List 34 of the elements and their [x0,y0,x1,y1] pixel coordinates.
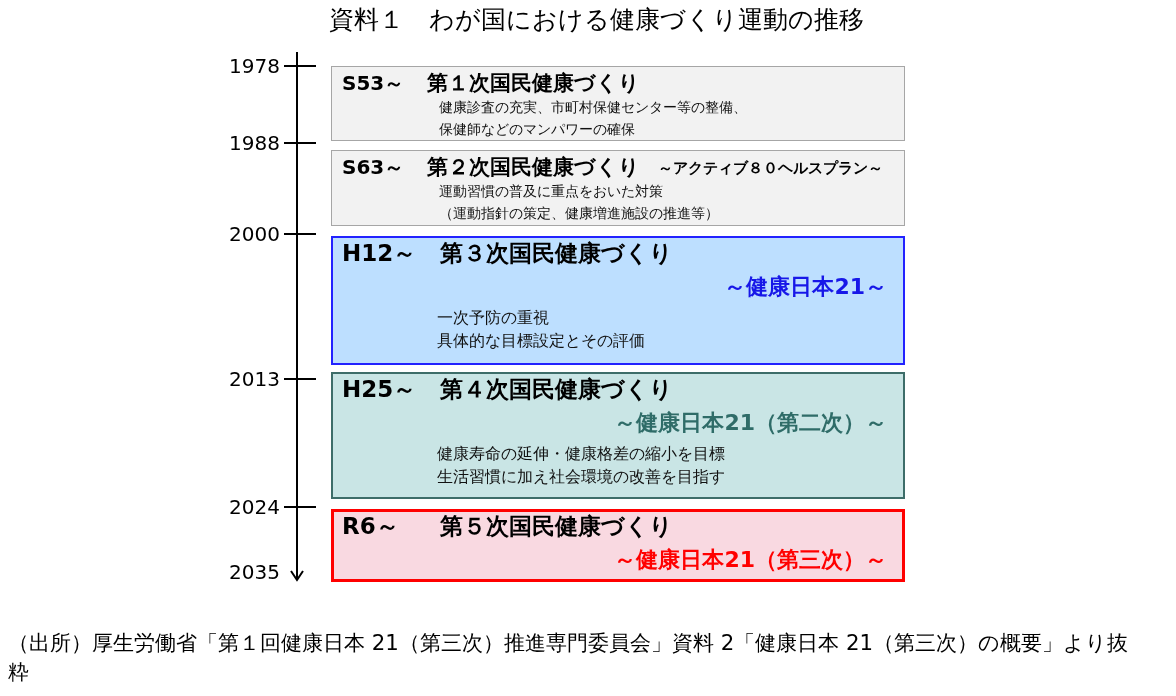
description-text: 健康寿命の延伸・健康格差の縮小を目標 [437,443,725,465]
plan-subtitle: ～健康日本21～ [724,273,887,301]
year-label: 1988 [229,130,280,156]
plan-subtitle: ～健康日本21（第二次）～ [614,409,887,437]
diagram-title: 資料１ わが国における健康づくり運動の推移 [328,5,864,35]
year-label: 2013 [229,366,280,392]
period-heading: 第４次国民健康づくり [440,376,673,402]
period-box [331,372,905,499]
year-label: 2035 [229,559,280,585]
year-label: 1978 [229,53,280,79]
source-caption: （出所）厚生労働省「第１回健康日本 21（第三次）推進専門委員会」資料 2「健康日本 21（第三次）の概要」より抜粋 [8,629,1130,686]
period-box [331,150,905,226]
plan-subtitle: ～健康日本21（第三次）～ [614,546,887,574]
year-label: 2024 [229,494,280,520]
period-heading: 第１次国民健康づくり [427,70,640,96]
description-text: 具体的な目標設定とその評価 [437,330,645,352]
era-label: R6～ [342,513,399,539]
era-label: S53～ [342,70,405,96]
period-box [331,236,905,365]
description-text: 生活習慣に加え社会環境の改善を目指す [437,466,725,488]
description-text: 運動習慣の普及に重点をおいた対策 [439,182,663,201]
plan-subtitle: ～アクティブ８０ヘルスプラン～ [658,158,883,179]
period-box [331,66,905,141]
description-text: 一次予防の重視 [437,307,549,329]
period-heading: 第５次国民健康づくり [440,513,673,539]
year-label: 2000 [229,221,280,247]
period-heading: 第２次国民健康づくり [427,154,640,180]
era-label: S63～ [342,154,405,180]
period-box [331,509,905,582]
period-heading: 第３次国民健康づくり [440,240,673,266]
era-label: H12～ [342,240,417,266]
era-label: H25～ [342,376,417,402]
description-text: 健康診査の充実、市町村保健センター等の整備、保健師などのマンパワーの確保 [439,98,748,139]
description-text: （運動指針の策定、健康増進施設の推進等） [439,204,719,223]
